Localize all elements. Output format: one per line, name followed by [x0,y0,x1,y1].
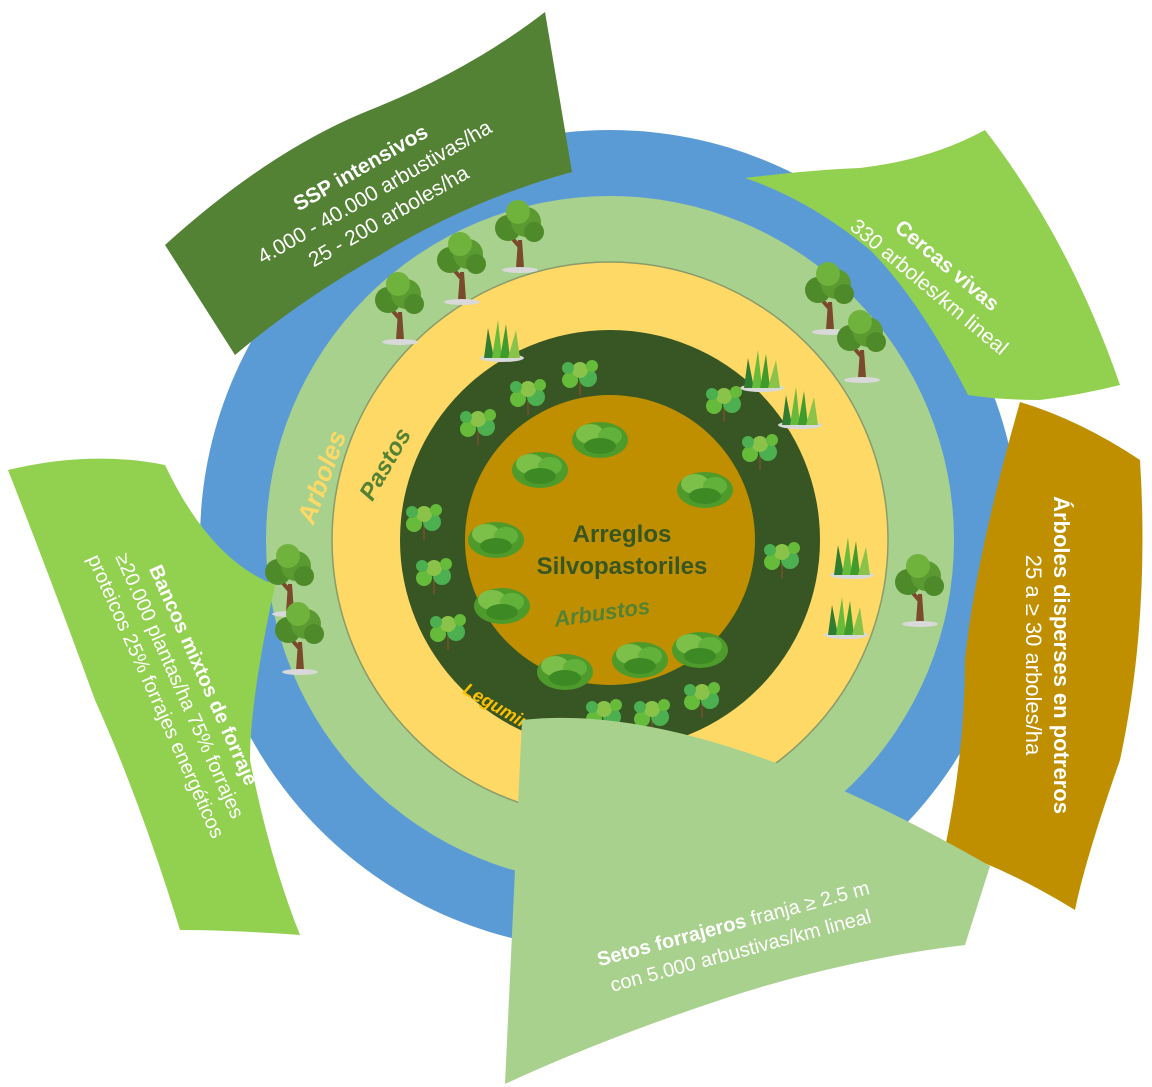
bush-icon [612,642,668,678]
banner-cercas-vivas [745,130,1120,400]
bush-icon [468,522,524,558]
dispersos-line1: 25 a ≥ 30 arboles/ha [1021,555,1046,756]
bush-icon [512,452,568,488]
bush-icon [474,588,530,624]
banner-arboles-disperses [945,402,1143,910]
bush-icon [672,632,728,668]
banner-setos-shape [505,717,990,1084]
center-title-line1: Arreglos [573,521,672,548]
center-title-line2: Silvopastoriles [537,553,708,580]
bush-icon [572,422,628,458]
dispersos-title: Árboles disperses en potreros [1049,496,1074,814]
bush-icon [537,654,593,690]
banner-ssp-intensivos [165,12,572,355]
bush-icon [677,472,733,508]
banner-bancos-mixtos [8,458,300,935]
